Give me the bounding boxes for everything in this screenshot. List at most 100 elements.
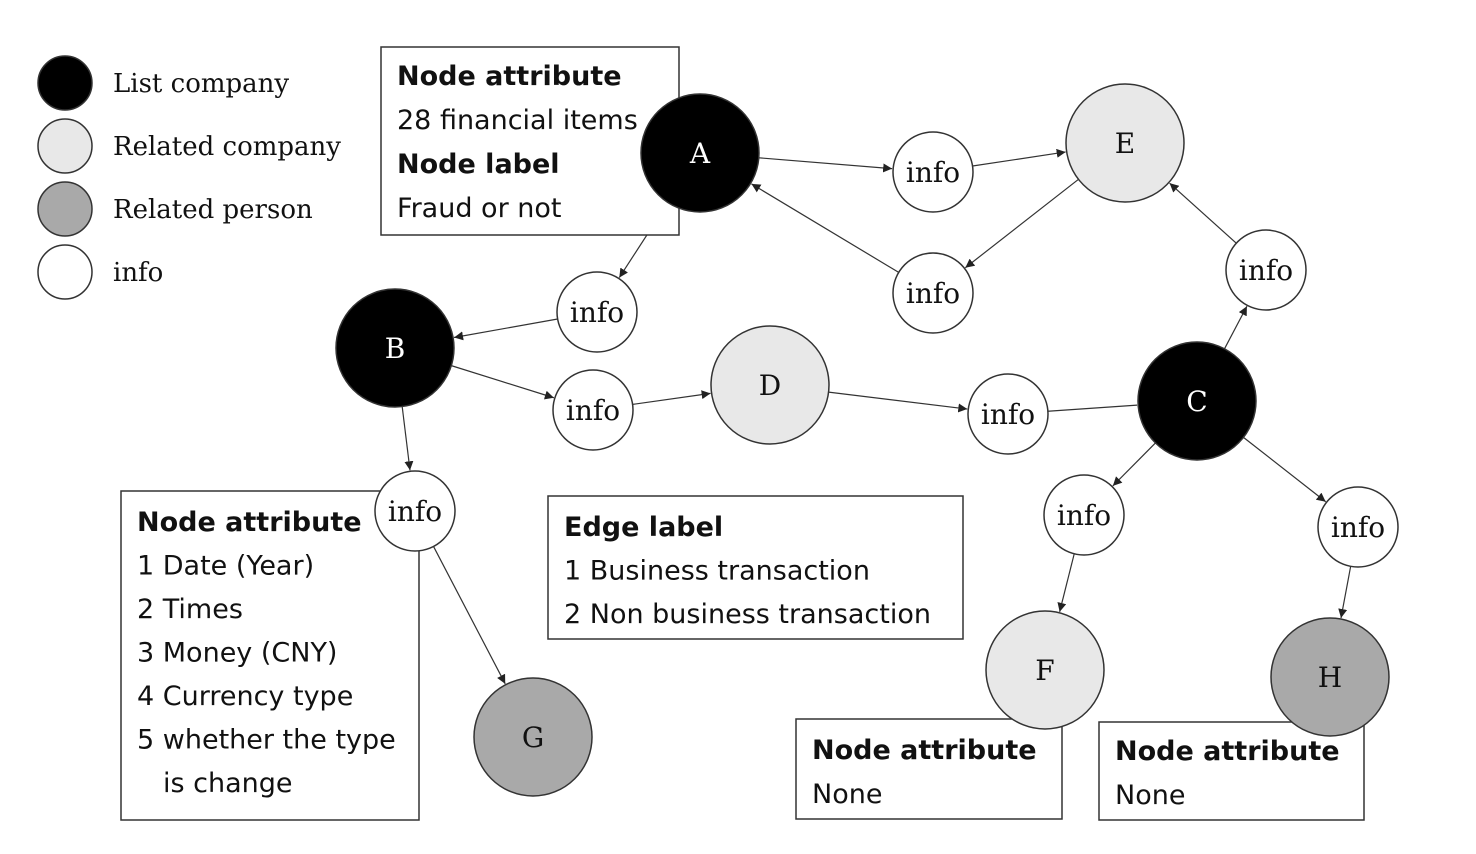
box-info: Node attribute 1 Date (Year) 2 Times 3 Mone… [120, 490, 420, 821]
info-node-i5: info [967, 373, 1049, 455]
legend-label: info [113, 258, 163, 288]
legend-swatch [37, 55, 93, 111]
node-circle [1043, 474, 1125, 556]
edge-E-i2 [964, 178, 1079, 269]
node-circle [556, 271, 638, 353]
node-label: info [388, 495, 442, 528]
node-label: H [1318, 661, 1342, 694]
node-label: A [689, 137, 711, 170]
info-node-i7: info [374, 470, 456, 552]
node-label: info [566, 394, 620, 427]
box-line: 2 Times [137, 594, 243, 625]
box-line: 2 Non business transaction [564, 599, 931, 630]
edge-C-i8 [1112, 442, 1156, 487]
box-line: 28 financial items [397, 105, 638, 136]
box-line: 3 Money (CNY) [137, 638, 337, 669]
node-circle [985, 610, 1105, 730]
node-label: info [1057, 499, 1111, 532]
node-f: F [985, 610, 1105, 730]
node-circle [892, 131, 974, 213]
legend-swatch [37, 181, 93, 237]
box-heading: Node attribute [137, 507, 362, 538]
edge-C-i6 [1223, 305, 1248, 350]
edge-i3-B [453, 318, 558, 341]
node-circle [710, 325, 830, 445]
node-label: D [759, 369, 781, 402]
node-g: G [473, 677, 593, 797]
info-node-i2: info [892, 252, 974, 334]
box-line: 1 Business transaction [564, 556, 870, 587]
node-circle [552, 369, 634, 451]
edge-i9-H [1338, 566, 1352, 619]
node-label: G [522, 721, 544, 754]
edge-i5-C [1047, 404, 1138, 412]
node-c: C [1137, 341, 1257, 461]
box-A-frame [380, 46, 680, 236]
box-line: None [812, 779, 882, 810]
node-circle [1270, 617, 1390, 737]
edge-i2-A [751, 183, 900, 273]
edges-layer [401, 148, 1352, 685]
node-circle [1137, 341, 1257, 461]
node-label: info [906, 277, 960, 310]
box-heading: Node attribute [812, 735, 1037, 766]
node-label: info [1331, 511, 1385, 544]
edge-i7-G [432, 546, 506, 685]
info-node-i3: info [556, 271, 638, 353]
edge-i8-F [1057, 553, 1075, 612]
node-label: info [906, 156, 960, 189]
legend-label: List company [113, 69, 289, 99]
box-line: is change [163, 768, 293, 799]
node-circle [640, 93, 760, 213]
legend-label: Related company [113, 132, 341, 162]
node-b: B [335, 288, 455, 408]
box-line: None [1115, 780, 1185, 811]
node-label: info [1239, 254, 1293, 287]
node-circle [1065, 83, 1185, 203]
node-label: info [570, 296, 624, 329]
box-heading: Edge label [564, 512, 723, 543]
box-line: 1 Date (Year) [137, 551, 314, 582]
node-d: D [710, 325, 830, 445]
box-info-frame [120, 490, 420, 821]
info-node-i4: info [552, 369, 634, 451]
node-label: info [981, 398, 1035, 431]
legend-item-related-person: Related person [37, 181, 313, 237]
edge-B-i7 [401, 406, 414, 471]
node-circle [473, 677, 593, 797]
box-line: Fraud or not [397, 193, 561, 224]
legend-item-info: info [37, 244, 163, 300]
node-circle [374, 470, 456, 552]
node-circle [892, 252, 974, 334]
node-circle [967, 373, 1049, 455]
box-line: 4 Currency type [137, 681, 353, 712]
box-H-frame [1098, 721, 1365, 821]
node-label: F [1035, 654, 1054, 687]
info-node-i1: info [892, 131, 974, 213]
box-heading: Node label [397, 149, 560, 180]
box-F-frame [795, 718, 1063, 820]
edge-i1-E [972, 148, 1066, 167]
node-e: E [1065, 83, 1185, 203]
edge-D-i5 [828, 391, 968, 413]
node-circle [335, 288, 455, 408]
node-h: H [1270, 617, 1390, 737]
edge-i6-E [1169, 182, 1237, 244]
info-node-i6: info [1225, 229, 1307, 311]
box-heading: Node attribute [1115, 736, 1340, 767]
edge-C-i9 [1243, 436, 1327, 503]
node-circle [1225, 229, 1307, 311]
node-label: C [1186, 385, 1207, 418]
legend-swatch [37, 244, 93, 300]
legend-item-related-company: Related company [37, 118, 341, 174]
info-node-i8: info [1043, 474, 1125, 556]
legend-item-list: List company [37, 55, 289, 111]
legend-label: Related person [113, 195, 313, 225]
legend-swatch [37, 118, 93, 174]
